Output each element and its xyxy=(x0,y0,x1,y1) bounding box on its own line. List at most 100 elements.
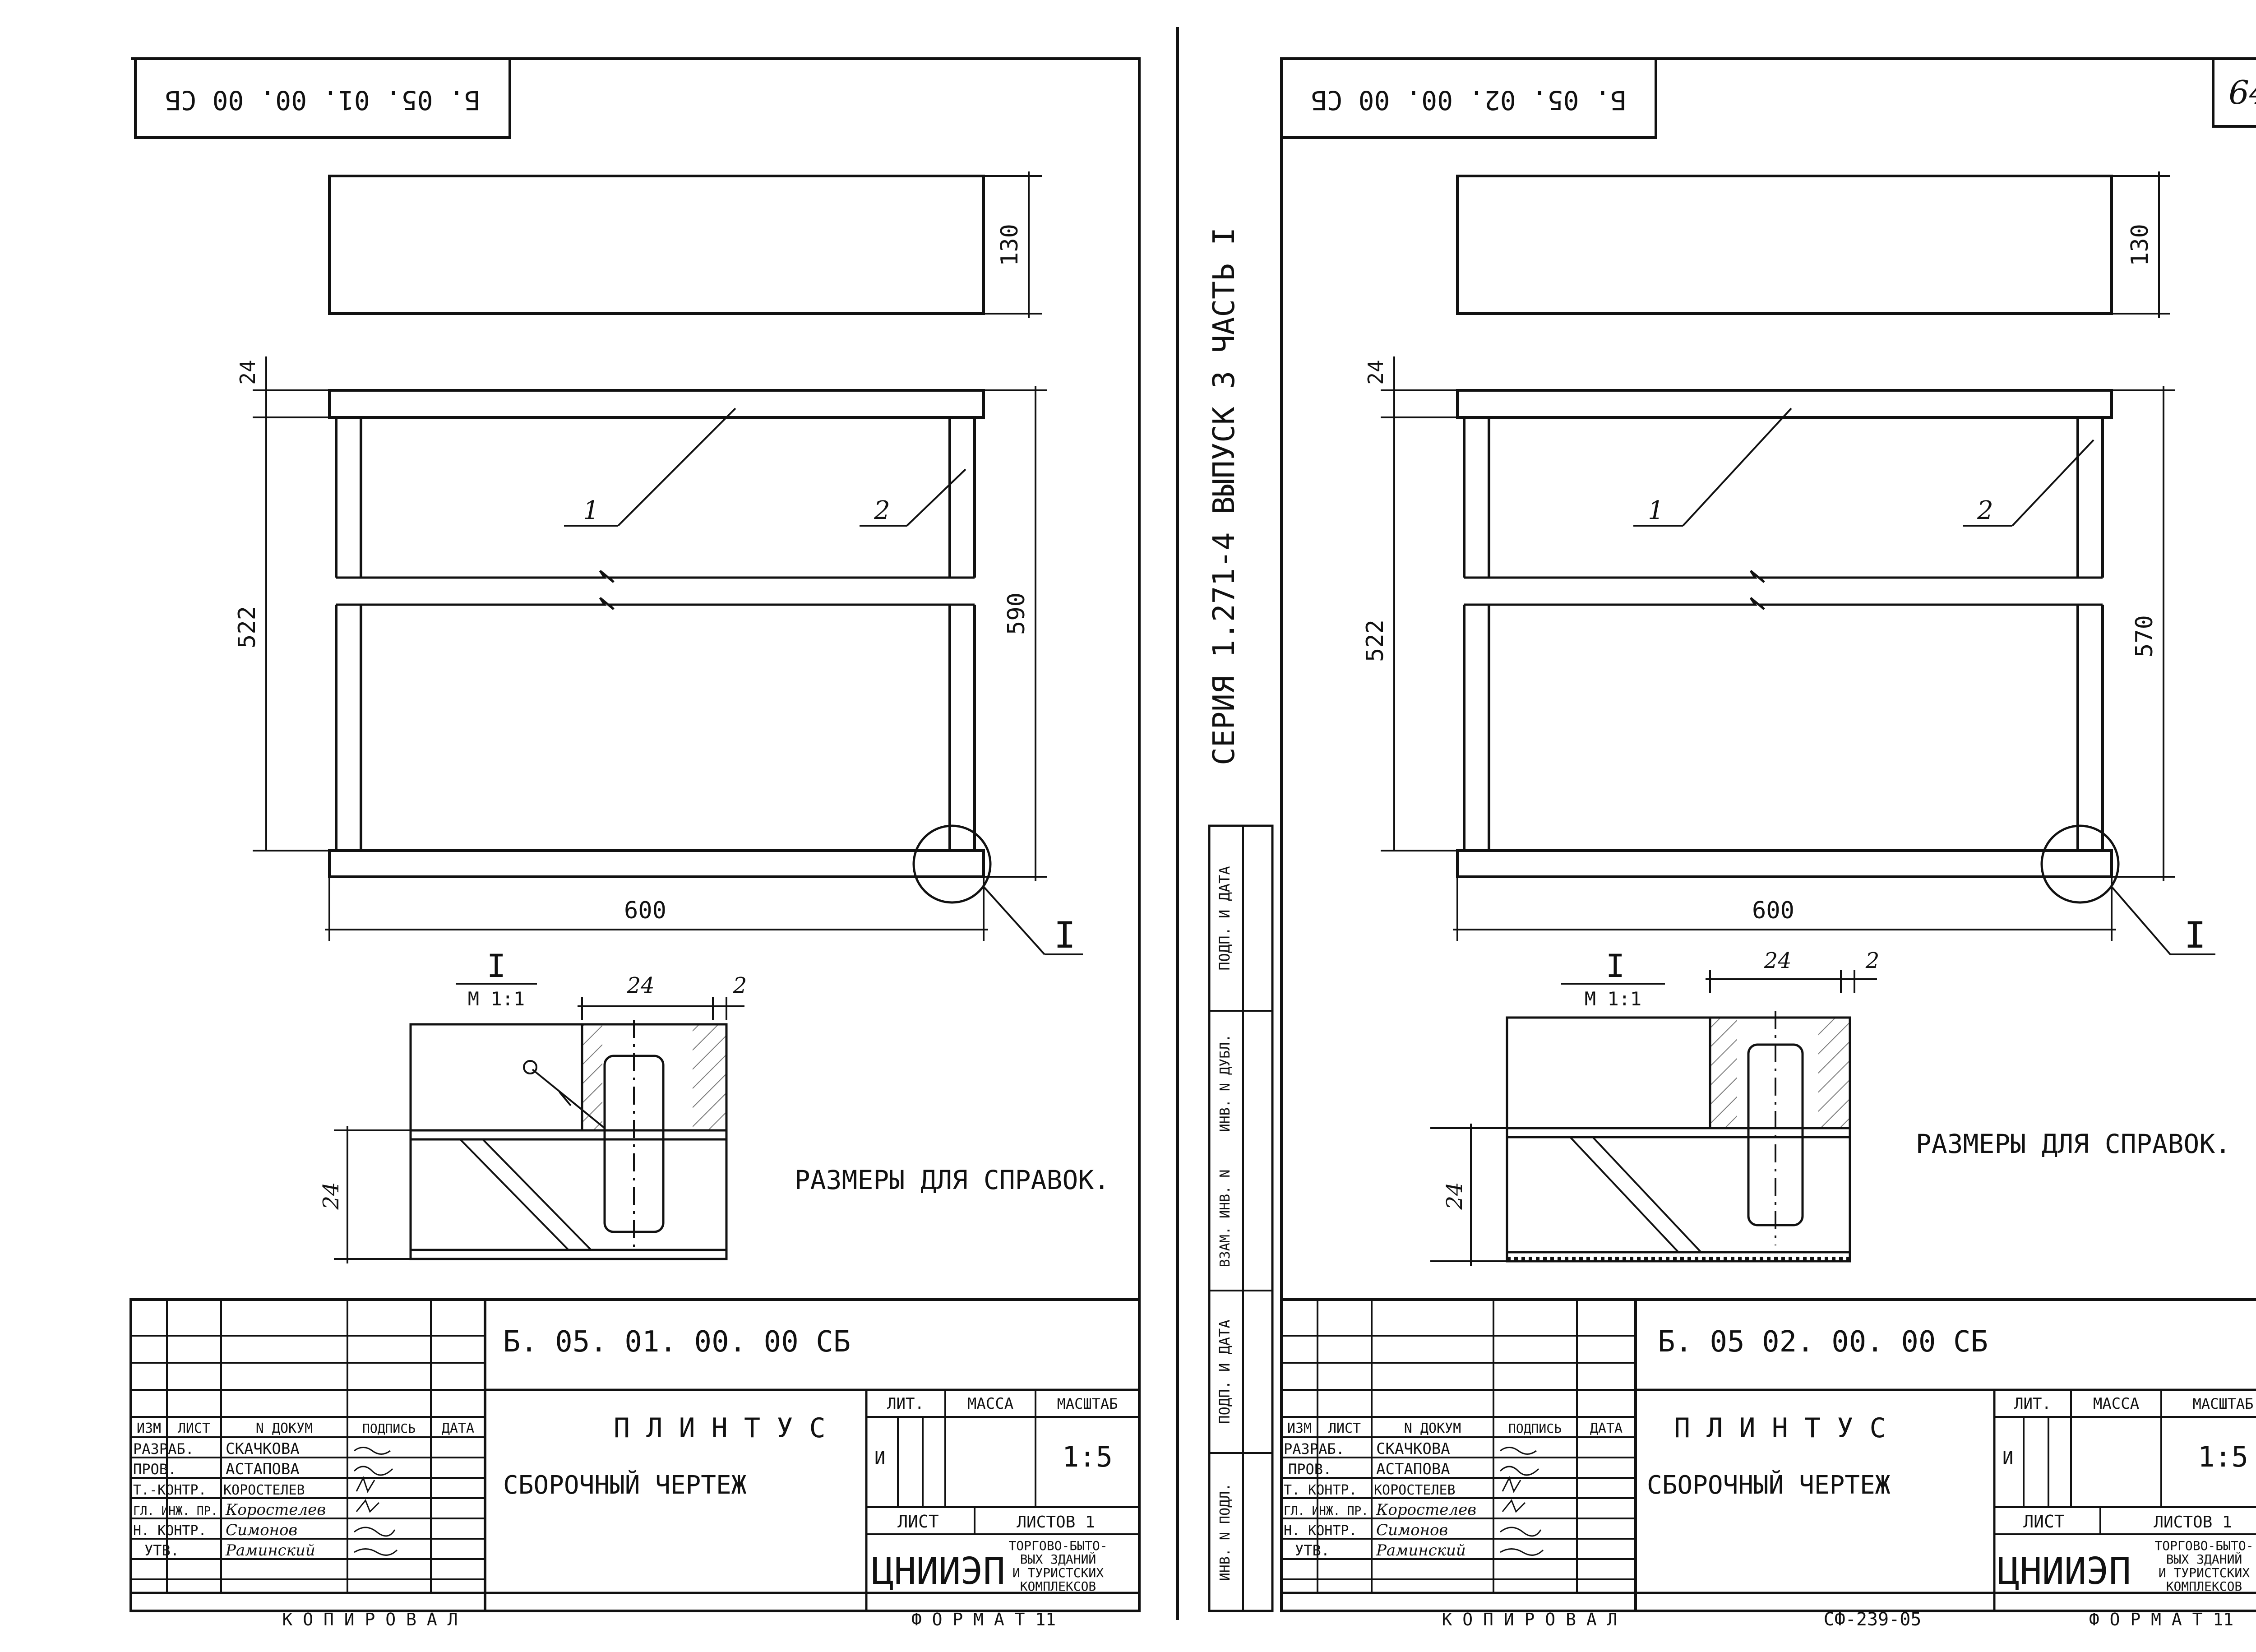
title-block xyxy=(129,1298,1141,1612)
detail-base xyxy=(1506,1127,1851,1263)
org-long-2: И ТУРИСТСКИХ xyxy=(2159,1565,2250,1580)
name-0: СКАЧКОВА xyxy=(226,1440,300,1458)
detail-callout: I xyxy=(1054,914,1076,956)
stamp-4: ПОДП. И ДАТА xyxy=(1216,866,1233,970)
signatures xyxy=(353,1447,398,1556)
bottom-rail xyxy=(1456,849,2113,878)
hdr-data: ДАТА xyxy=(1590,1421,1623,1436)
dim-570: 570 xyxy=(2131,615,2158,657)
dim-600: 600 xyxy=(624,897,666,924)
sheets-label: ЛИСТОВ 1 xyxy=(1017,1513,1095,1532)
org-short: ЦНИИЭП xyxy=(1997,1550,2131,1593)
callout-1: 1 xyxy=(583,496,599,525)
top-rail xyxy=(1456,389,2113,419)
footer-code: СФ-239-05 xyxy=(1824,1609,1922,1630)
name-3: Коростелев xyxy=(225,1501,326,1519)
name-4: Симонов xyxy=(226,1521,297,1539)
dim-130: 130 xyxy=(996,224,1023,266)
dim-522: 522 xyxy=(1362,620,1389,662)
callout-1: 1 xyxy=(1648,496,1664,525)
sheet-label: ЛИСТ xyxy=(2023,1512,2065,1532)
title-line-2: СБОРОЧНЫЙ ЧЕРТЕЖ xyxy=(1647,1470,1891,1500)
hdr-podp: ПОДПИСЬ xyxy=(362,1421,416,1436)
role-0: РАЗРАБ. xyxy=(133,1440,194,1458)
role-1: ПРОВ. xyxy=(133,1461,176,1478)
org-long-3: КОМПЛЕКСОВ xyxy=(2166,1579,2242,1594)
detail-callout: I xyxy=(2184,914,2206,956)
copied-label: К О П И Р О В А Л xyxy=(1442,1610,1618,1629)
name-2: КОРОСТЕЛЕВ xyxy=(223,1482,305,1498)
role-3: ГЛ. ИНЖ. ПР. xyxy=(133,1504,218,1518)
hdr-list: ЛИСТ xyxy=(178,1421,210,1436)
note: РАЗМЕРЫ ДЛЯ СПРАВОК. xyxy=(1916,1129,2231,1159)
stamp-3: ИНВ. N ДУБЛ. xyxy=(1217,1034,1233,1132)
role-4: Н. КОНТР. xyxy=(133,1523,207,1539)
detail-circle xyxy=(2040,824,2120,904)
top-code: Б. 05. 01. 00. 00 СБ xyxy=(165,85,480,116)
org-long-2: И ТУРИСТСКИХ xyxy=(1012,1565,1104,1580)
lit-label: ЛИТ. xyxy=(887,1395,924,1413)
sheets-label: ЛИСТОВ 1 xyxy=(2154,1513,2232,1532)
format-label: Ф О Р М А Т 11 xyxy=(2089,1610,2233,1629)
doc-code: Б. 05. 01. 00. 00 СБ xyxy=(503,1325,851,1359)
role-3: ГЛ. ИНЖ. ПР. xyxy=(1284,1504,1368,1518)
detail-base xyxy=(409,1129,728,1260)
title-line-2: СБОРОЧНЫЙ ЧЕРТЕЖ xyxy=(503,1470,747,1500)
name-1: АСТАПОВА xyxy=(1376,1460,1450,1478)
detail-title: I xyxy=(1606,948,1625,985)
detail-title: I xyxy=(487,948,506,985)
top-code-box xyxy=(1280,57,1657,139)
name-0: СКАЧКОВА xyxy=(1376,1440,1450,1458)
top-rail xyxy=(328,389,985,419)
lit-value: И xyxy=(874,1448,885,1469)
lit-label: ЛИТ. xyxy=(2014,1395,2051,1413)
callout-2: 2 xyxy=(1977,496,1993,525)
org-long-0: ТОРГОВО-БЫТО- xyxy=(2154,1538,2253,1553)
sheet-label: ЛИСТ xyxy=(897,1512,939,1532)
callout-2: 2 xyxy=(874,496,890,525)
hdr-ndoc: N ДОКУМ xyxy=(256,1421,313,1436)
dim-600: 600 xyxy=(1752,897,1794,924)
hdr-podp: ПОДПИСЬ xyxy=(1508,1421,1562,1436)
hdr-list: ЛИСТ xyxy=(1328,1421,1361,1436)
sheet-frame xyxy=(131,57,1141,1612)
page-number: 64 xyxy=(2228,74,2256,111)
role-5: УТВ. xyxy=(1295,1542,1330,1559)
scale-value: 1:5 xyxy=(2198,1440,2248,1473)
scale-label: МАСШТАБ xyxy=(2193,1395,2254,1412)
dim-522: 522 xyxy=(234,606,261,648)
detail-dim-24-left: 24 xyxy=(1442,1182,1467,1210)
dim-24-top: 24 xyxy=(236,360,260,384)
detail-scale: М 1:1 xyxy=(1585,988,1641,1010)
doc-code: Б. 05 02. 00. 00 СБ xyxy=(1658,1325,1988,1359)
hdr-izm: ИЗМ xyxy=(1287,1421,1312,1436)
dim-130: 130 xyxy=(2127,224,2154,266)
org-long-1: ВЫХ ЗДАНИЙ xyxy=(2166,1551,2242,1567)
role-2: Т.-КОНТР. xyxy=(133,1482,207,1498)
hdr-ndoc: N ДОКУМ xyxy=(1404,1421,1461,1436)
org-short: ЦНИИЭП xyxy=(872,1550,1005,1593)
format-label: Ф О Р М А Т 11 xyxy=(911,1610,1056,1629)
name-4: Симонов xyxy=(1376,1521,1448,1539)
detail-circle xyxy=(912,824,992,904)
role-1: ПРОВ. xyxy=(1288,1461,1331,1478)
lit-value: И xyxy=(2002,1448,2013,1469)
role-0: РАЗРАБ. xyxy=(1284,1440,1345,1458)
org-long-1: ВЫХ ЗДАНИЙ xyxy=(1020,1551,1096,1567)
signatures xyxy=(1499,1447,1544,1556)
mass-label: МАССА xyxy=(2093,1395,2139,1413)
detail-dim-24: 24 xyxy=(626,973,654,998)
side-label: СЕРИЯ 1.271-4 ВЫПУСК 3 ЧАСТЬ I xyxy=(1207,227,1241,765)
title-line-1: П Л И Н Т У С xyxy=(614,1412,826,1444)
sheet-1: Б. 05. 01. 00. 00 СБ 130 24 522 590 xyxy=(129,57,1141,1629)
top-code: Б. 05. 02. 00. 00 СБ xyxy=(1311,85,1626,116)
hdr-izm: ИЗМ xyxy=(137,1421,161,1436)
role-4: Н. КОНТР. xyxy=(1284,1523,1357,1539)
stamp-1: ПОДП. И ДАТА xyxy=(1216,1319,1233,1424)
dim-24-top: 24 xyxy=(1364,360,1388,384)
note: РАЗМЕРЫ ДЛЯ СПРАВОК. xyxy=(795,1165,1110,1195)
detail-dim-24: 24 xyxy=(1763,948,1791,973)
role-2: Т. КОНТР. xyxy=(1284,1482,1357,1498)
stamp-0: ИНВ. N ПОДЛ. xyxy=(1217,1483,1233,1581)
